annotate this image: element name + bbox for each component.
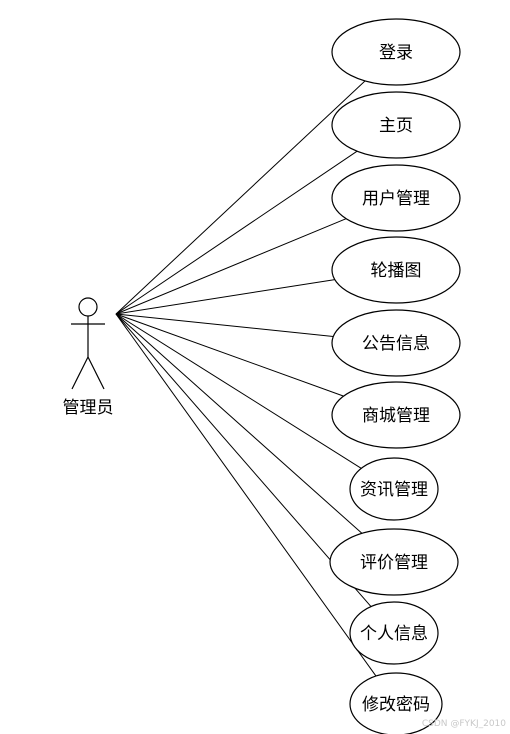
use-case-ellipse[interactable]: [331, 164, 461, 232]
use-case[interactable]: 登录: [331, 18, 461, 86]
use-case[interactable]: 资讯管理: [349, 457, 439, 521]
use-case-label: 轮播图: [371, 261, 422, 281]
use-case-label: 个人信息: [360, 624, 428, 644]
use-case-label: 用户管理: [362, 189, 430, 209]
association-line: [115, 313, 362, 469]
actor-left-leg: [71, 356, 89, 390]
use-case[interactable]: 公告信息: [331, 309, 461, 377]
use-case-ellipse[interactable]: [329, 528, 459, 596]
association-line: [115, 313, 344, 397]
use-case[interactable]: 个人信息: [349, 601, 439, 665]
use-case-label: 资讯管理: [360, 480, 428, 500]
association-line: [115, 279, 335, 315]
use-case-ellipse[interactable]: [349, 601, 439, 665]
use-case[interactable]: 主页: [331, 91, 461, 159]
association-line: [115, 80, 366, 315]
use-case-label: 修改密码: [362, 695, 430, 715]
association-line: [115, 313, 334, 337]
actor-right-leg: [87, 356, 105, 390]
actor-label: 管理员: [63, 398, 114, 418]
use-case[interactable]: 修改密码: [349, 672, 443, 734]
association-line: [115, 218, 347, 315]
use-case-ellipse[interactable]: [331, 309, 461, 377]
use-case-ellipse[interactable]: [331, 236, 461, 304]
use-case[interactable]: 商城管理: [331, 381, 461, 449]
actor-head: [78, 297, 98, 317]
use-case-ellipse[interactable]: [349, 672, 443, 734]
association-line: [115, 313, 363, 534]
use-case[interactable]: 用户管理: [331, 164, 461, 232]
use-case[interactable]: 轮播图: [331, 236, 461, 304]
use-case-label: 公告信息: [362, 334, 430, 354]
use-case-label: 评价管理: [360, 553, 428, 573]
use-case[interactable]: 评价管理: [329, 528, 459, 596]
actor-figure: [71, 297, 105, 390]
association-line: [115, 313, 372, 607]
association-line: [115, 313, 377, 677]
use-case-label: 主页: [379, 116, 413, 136]
association-lines: [115, 80, 377, 677]
use-case-ellipse[interactable]: [331, 91, 461, 159]
use-case-label: 商城管理: [362, 406, 430, 426]
use-case-label: 登录: [379, 43, 413, 63]
use-case-ellipse[interactable]: [331, 18, 461, 86]
association-line: [115, 150, 358, 315]
use-case-ellipse[interactable]: [331, 381, 461, 449]
watermark: CSDN @FYKJ_2010: [422, 719, 506, 729]
use-case-ellipse[interactable]: [349, 457, 439, 521]
